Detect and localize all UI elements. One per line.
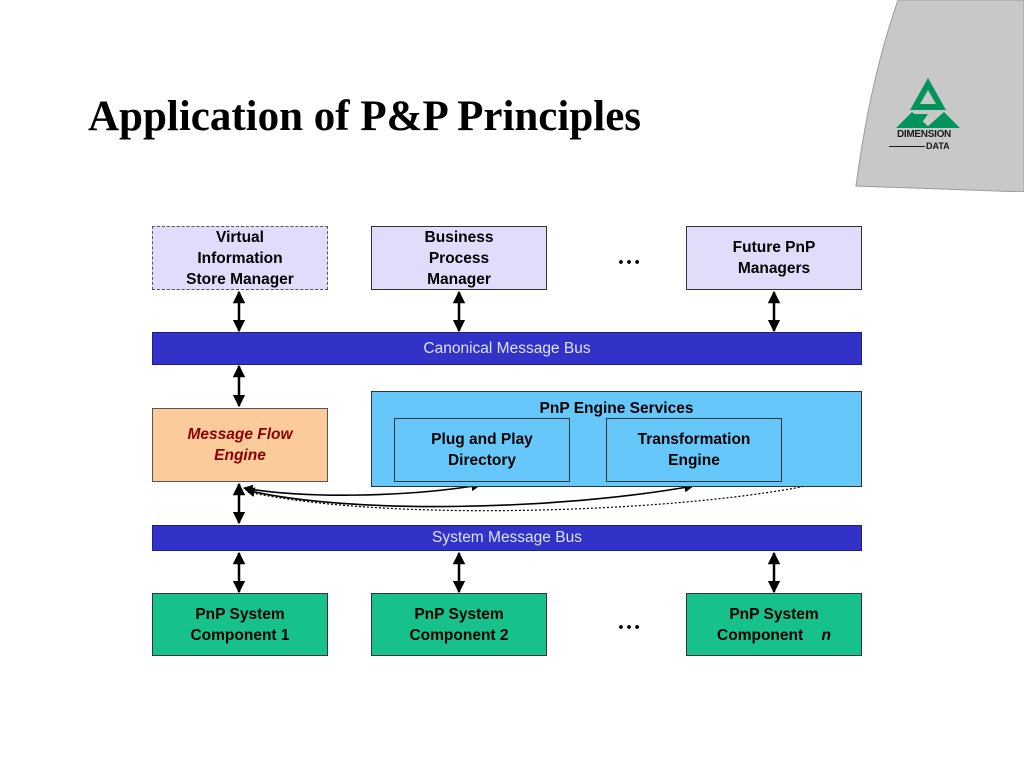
components-ellipsis: … — [617, 609, 642, 635]
logo-triangle-icon — [896, 78, 960, 128]
slide-title: Application of P&P Principles — [88, 93, 642, 140]
business-process-manager: Business Process Manager — [371, 226, 547, 290]
managers-ellipsis: … — [617, 244, 642, 270]
virtual-information-store-manager: Virtual Information Store Manager — [152, 226, 328, 290]
message-flow-engine: Message Flow Engine — [152, 408, 328, 482]
plug-and-play-directory: Plug and Play Directory — [394, 418, 570, 482]
canonical-message-bus: Canonical Message Bus — [152, 332, 862, 365]
pnp-system-component-n: PnP System Component n — [686, 593, 862, 656]
component-n-line2: Component n — [717, 626, 831, 644]
logo-text-line2: DATA — [926, 141, 950, 151]
logo-rule — [889, 146, 925, 147]
transformation-engine: Transformation Engine — [606, 418, 782, 482]
future-pnp-managers: Future PnP Managers — [686, 226, 862, 290]
dimension-data-logo — [850, 0, 1024, 193]
arrow-flowengine-services-dotted — [247, 478, 833, 512]
component-n-italic: n — [821, 626, 831, 644]
pnp-engine-services-title: PnP Engine Services — [539, 400, 694, 417]
system-message-bus: System Message Bus — [152, 525, 862, 551]
arrow-flowengine-transformation — [245, 482, 694, 508]
logo-text-line1: DIMENSION — [897, 129, 951, 140]
pnp-system-component-2: PnP System Component 2 — [371, 593, 547, 656]
pnp-system-component-1: PnP System Component 1 — [152, 593, 328, 656]
